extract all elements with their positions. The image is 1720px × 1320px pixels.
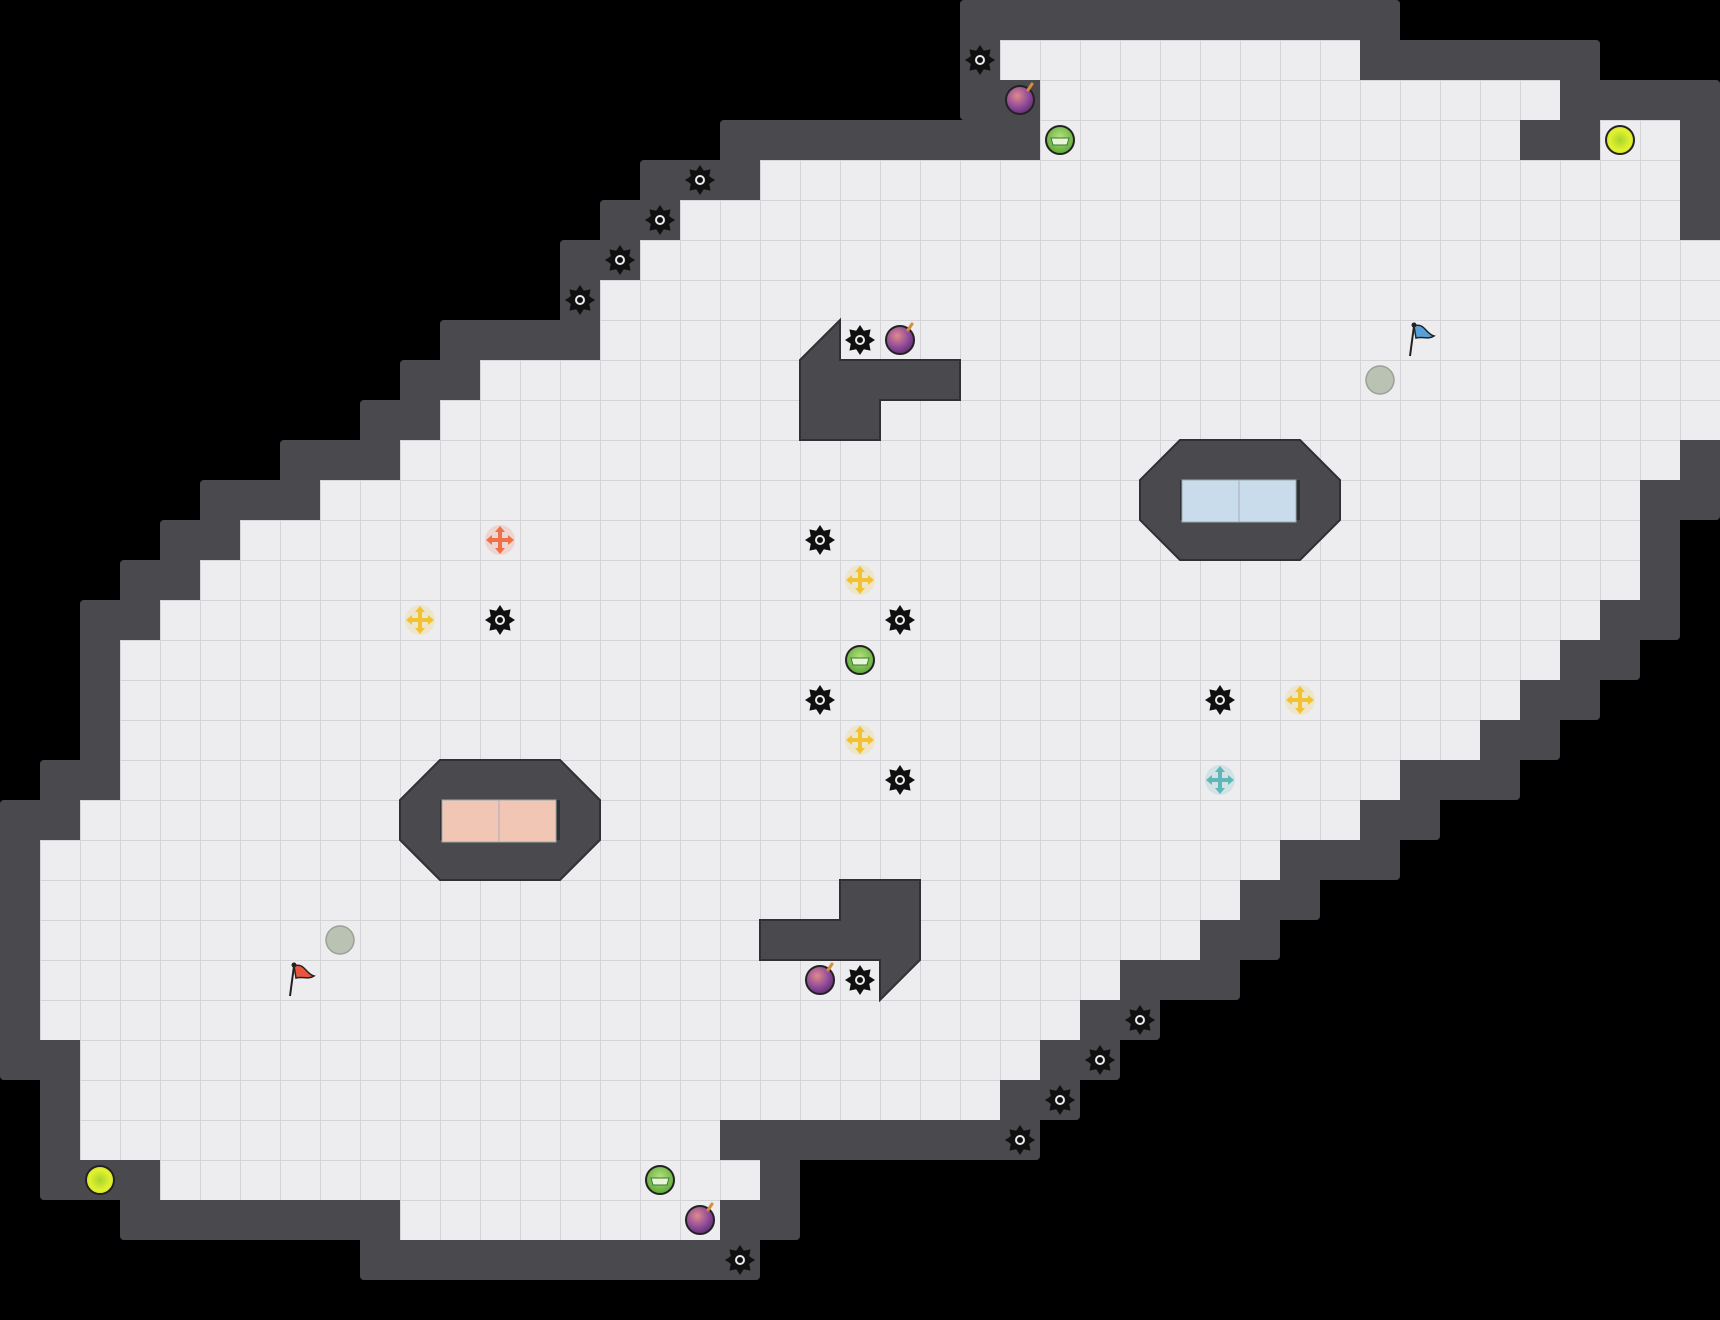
- floor-tile-row: [80, 1080, 1000, 1120]
- boost-icon: [485, 525, 515, 555]
- spike-icon: [805, 525, 835, 555]
- floor-tile-row: [80, 800, 1360, 840]
- floor-tile-row: [120, 720, 1480, 760]
- interior-wall: [759, 879, 921, 1003]
- spike-icon: [725, 1245, 755, 1275]
- interior-wall: [799, 317, 961, 441]
- floor-tile-row: [320, 480, 1640, 520]
- floor-tile-row: [600, 320, 1720, 360]
- spike-icon: [645, 205, 675, 235]
- floor-tile-row: [1040, 120, 1520, 160]
- boost-icon: [1205, 765, 1235, 795]
- boost-icon: [845, 725, 875, 755]
- floor-tile-row: [40, 840, 1280, 880]
- bomb-icon: [685, 1202, 715, 1235]
- floor-tile-row: [80, 1120, 720, 1160]
- portal-icon: [1605, 125, 1635, 155]
- floor-tile-row: [160, 600, 1600, 640]
- boost-icon: [1285, 685, 1315, 715]
- objects-layer: [85, 45, 1635, 1275]
- spike-icon: [1125, 1005, 1155, 1035]
- spike-icon: [1045, 1085, 1075, 1115]
- powerup-icon: [1045, 125, 1075, 155]
- spike-icon: [885, 765, 915, 795]
- floor-tile-row: [240, 520, 1640, 560]
- floor-tile-row: [400, 440, 1680, 480]
- spike-icon: [965, 45, 995, 75]
- floor-tile-row: [120, 640, 1560, 680]
- spike-icon: [685, 165, 715, 195]
- spike-icon: [485, 605, 515, 635]
- red-flag-icon: [289, 962, 316, 997]
- floor-tile-row: [400, 1200, 720, 1240]
- floor-tile-row: [120, 760, 1400, 800]
- spike-icon: [605, 245, 635, 275]
- floor-tile-row: [1000, 40, 1360, 80]
- portal-icon: [85, 1165, 115, 1195]
- floor-tile-row: [1040, 80, 1560, 120]
- spike-icon: [1085, 1045, 1115, 1075]
- spike-icon: [1005, 1125, 1035, 1155]
- floor-tile-row: [40, 920, 1200, 960]
- floor-tile-row: [440, 400, 1720, 440]
- boost-icon: [845, 565, 875, 595]
- floor-tile-row: [80, 1040, 1040, 1080]
- floor-tile-row: [480, 360, 1720, 400]
- spike-icon: [1205, 685, 1235, 715]
- boost-icon: [405, 605, 435, 635]
- spike-icon: [885, 605, 915, 635]
- bomb-icon: [1005, 82, 1035, 115]
- powerup-icon: [645, 1165, 675, 1195]
- floor-tile-row: [640, 240, 1720, 280]
- button-icon: [325, 925, 355, 955]
- spike-icon: [845, 965, 875, 995]
- spike-icon: [565, 285, 595, 315]
- spike-icon: [805, 685, 835, 715]
- floor-tile-row: [200, 560, 1640, 600]
- floor-layer: [40, 40, 1720, 1240]
- button-icon: [1365, 365, 1395, 395]
- floor-tile-row: [600, 280, 1720, 320]
- floor-tile-row: [40, 960, 1120, 1000]
- spike-icon: [845, 325, 875, 355]
- floor-tile-row: [40, 1000, 1080, 1040]
- bomb-icon: [805, 962, 835, 995]
- bomb-icon: [885, 322, 915, 355]
- floor-tile-row: [760, 160, 1680, 200]
- floor-tile-row: [40, 880, 1240, 920]
- powerup-icon: [845, 645, 875, 675]
- blue-flag-icon: [1409, 322, 1436, 357]
- floor-tile-row: [680, 200, 1680, 240]
